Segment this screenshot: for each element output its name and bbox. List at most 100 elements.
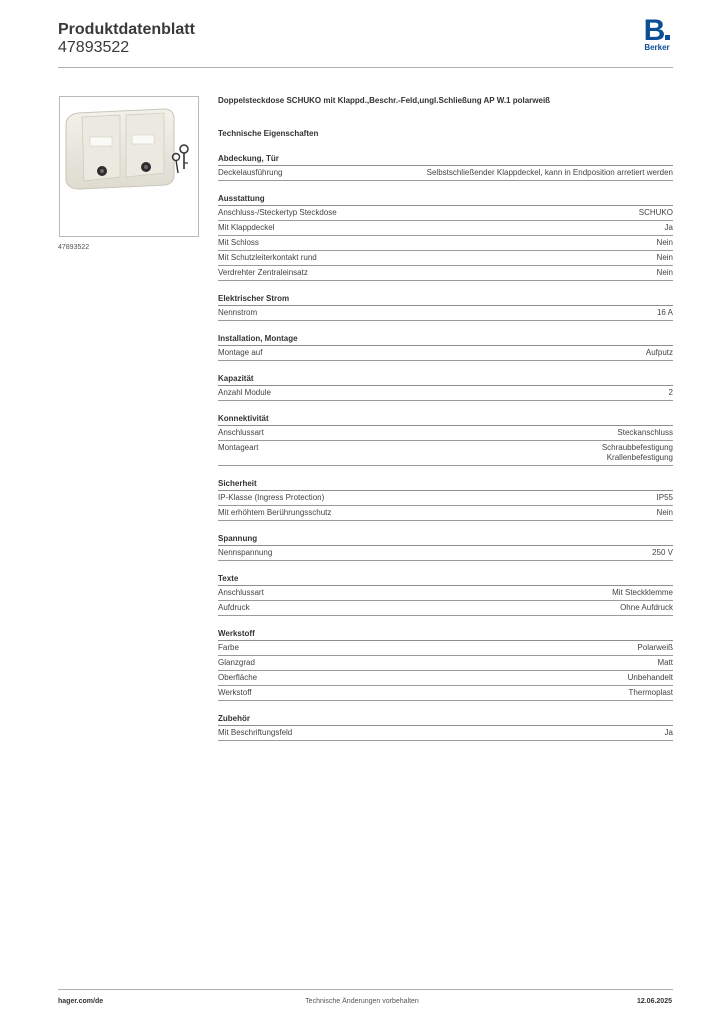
spec-value: Nein: [656, 268, 673, 277]
spec-label: Anschluss-/Steckertyp Steckdose: [218, 208, 337, 217]
spec-value: 16 A: [656, 308, 673, 317]
spec-label: Oberfläche: [218, 673, 258, 682]
spec-row: Anschluss-/Steckertyp Steckdose SCHUKO: [218, 206, 673, 221]
spec-row: Nennspannung 250 V: [218, 546, 673, 561]
spec-row: Mit Schloss Nein: [218, 236, 673, 251]
footer-website[interactable]: hager.com/de: [58, 998, 104, 1005]
spec-value: Nein: [656, 253, 673, 262]
spec-row: Anschlussart Mit Steckklemme: [218, 586, 673, 601]
spec-row: Mit erhöhtem Berührungsschutz Nein: [218, 506, 673, 521]
spec-label: Nennspannung: [218, 548, 273, 557]
spec-value: Aufputz: [645, 348, 673, 357]
spec-value: Selbstschließender Klappdeckel, kann in …: [426, 168, 673, 177]
logo-wordmark: Berker: [644, 43, 670, 52]
spec-label: Mit Schutzleiterkontakt rund: [218, 253, 317, 262]
spec-value: Nein: [656, 508, 673, 517]
logo-dot: [665, 35, 671, 40]
spec-row: Farbe Polarweiß: [218, 641, 673, 656]
product-number: 47893522: [58, 39, 130, 56]
product-image: [59, 96, 199, 237]
spec-label: Mit Schloss: [218, 238, 259, 247]
spec-label: Verdrehter Zentraleinsatz: [218, 268, 308, 277]
logo-letter: B: [643, 14, 666, 47]
spec-value: IP55: [656, 493, 673, 502]
spec-label: Mit erhöhtem Berührungsschutz: [218, 508, 332, 517]
spec-value: Nein: [656, 238, 673, 247]
section-title: Zubehör: [218, 714, 673, 726]
spec-value: Ja: [664, 223, 673, 232]
spec-value: 2: [668, 388, 673, 397]
spec-value: Unbehandelt: [627, 673, 673, 682]
spec-row: Oberfläche Unbehandelt: [218, 671, 673, 686]
spec-label: Aufdruck: [218, 603, 250, 612]
product-title: Doppelsteckdose SCHUKO mit Klappd.,Besch…: [218, 96, 551, 105]
section-title: Spannung: [218, 534, 673, 546]
spec-value: Matt: [657, 658, 673, 667]
spec-row: Anschlussart Steckanschluss: [218, 426, 673, 441]
spec-row: Verdrehter Zentraleinsatz Nein: [218, 266, 673, 281]
section-title: Installation, Montage: [218, 334, 673, 346]
socket-illustration: [65, 108, 189, 190]
section-title: Werkstoff: [218, 629, 673, 641]
spec-row: Nennstrom 16 A: [218, 306, 673, 321]
spec-label: Deckelausführung: [218, 168, 283, 177]
section-title: Konnektivität: [218, 414, 673, 426]
footer-divider: [58, 989, 673, 990]
spec-row: Mit Schutzleiterkontakt rund Nein: [218, 251, 673, 266]
spec-row: IP-Klasse (Ingress Protection) IP55: [218, 491, 673, 506]
spec-row: Deckelausführung Selbstschließender Klapp…: [218, 166, 673, 181]
section-title: Texte: [218, 574, 673, 586]
spec-value: Mit Steckklemme: [612, 588, 673, 597]
image-caption: 47893522: [58, 244, 90, 251]
spec-heading: Technische Eigenschaften: [218, 129, 319, 138]
spec-value: Steckanschluss: [617, 428, 673, 437]
spec-label: Nennstrom: [218, 308, 258, 317]
spec-value: Ja: [664, 728, 673, 737]
header-divider: [58, 67, 673, 68]
spec-value: Ohne Aufdruck: [620, 603, 673, 612]
spec-value: Schraubbefestigung Krallenbefestigung: [601, 443, 673, 462]
spec-value: Thermoplast: [628, 688, 673, 697]
spec-label: Werkstoff: [218, 688, 252, 697]
spec-label: Anzahl Module: [218, 388, 271, 397]
spec-value: SCHUKO: [638, 208, 673, 217]
spec-row: Werkstoff Thermoplast: [218, 686, 673, 701]
spec-row: Montageart Schraubbefestigung Krallenbefe…: [218, 441, 673, 466]
berker-logo: B Berker: [640, 16, 674, 52]
spec-row: Mit Klappdeckel Ja: [218, 221, 673, 236]
spec-label: Montageart: [218, 443, 259, 452]
spec-row: Montage auf Aufputz: [218, 346, 673, 361]
spec-row: Anzahl Module 2: [218, 386, 673, 401]
spec-label: Anschlussart: [218, 428, 264, 437]
spec-label: Mit Beschriftungsfeld: [218, 728, 293, 737]
spec-label: Farbe: [218, 643, 239, 652]
spec-value: 250 V: [652, 548, 673, 557]
spec-label: Montage auf: [218, 348, 263, 357]
footer-date: 12.06.2025: [636, 998, 672, 1005]
section-title: Sicherheit: [218, 479, 673, 491]
spec-row: Glanzgrad Matt: [218, 656, 673, 671]
spec-label: Anschlussart: [218, 588, 264, 597]
section-title: Abdeckung, Tür: [218, 154, 673, 166]
section-title: Elektrischer Strom: [218, 294, 673, 306]
spec-label: IP-Klasse (Ingress Protection): [218, 493, 325, 502]
section-title: Kapazität: [218, 374, 673, 386]
spec-value: Polarweiß: [637, 643, 673, 652]
spec-label: Glanzgrad: [218, 658, 255, 667]
spec-label: Mit Klappdeckel: [218, 223, 275, 232]
page-title: Produktdatenblatt: [58, 21, 195, 38]
spec-row: Aufdruck Ohne Aufdruck: [218, 601, 673, 616]
spec-row: Mit Beschriftungsfeld Ja: [218, 726, 673, 741]
spec-content: Doppelsteckdose SCHUKO mit Klappd.,Besch…: [218, 96, 673, 741]
